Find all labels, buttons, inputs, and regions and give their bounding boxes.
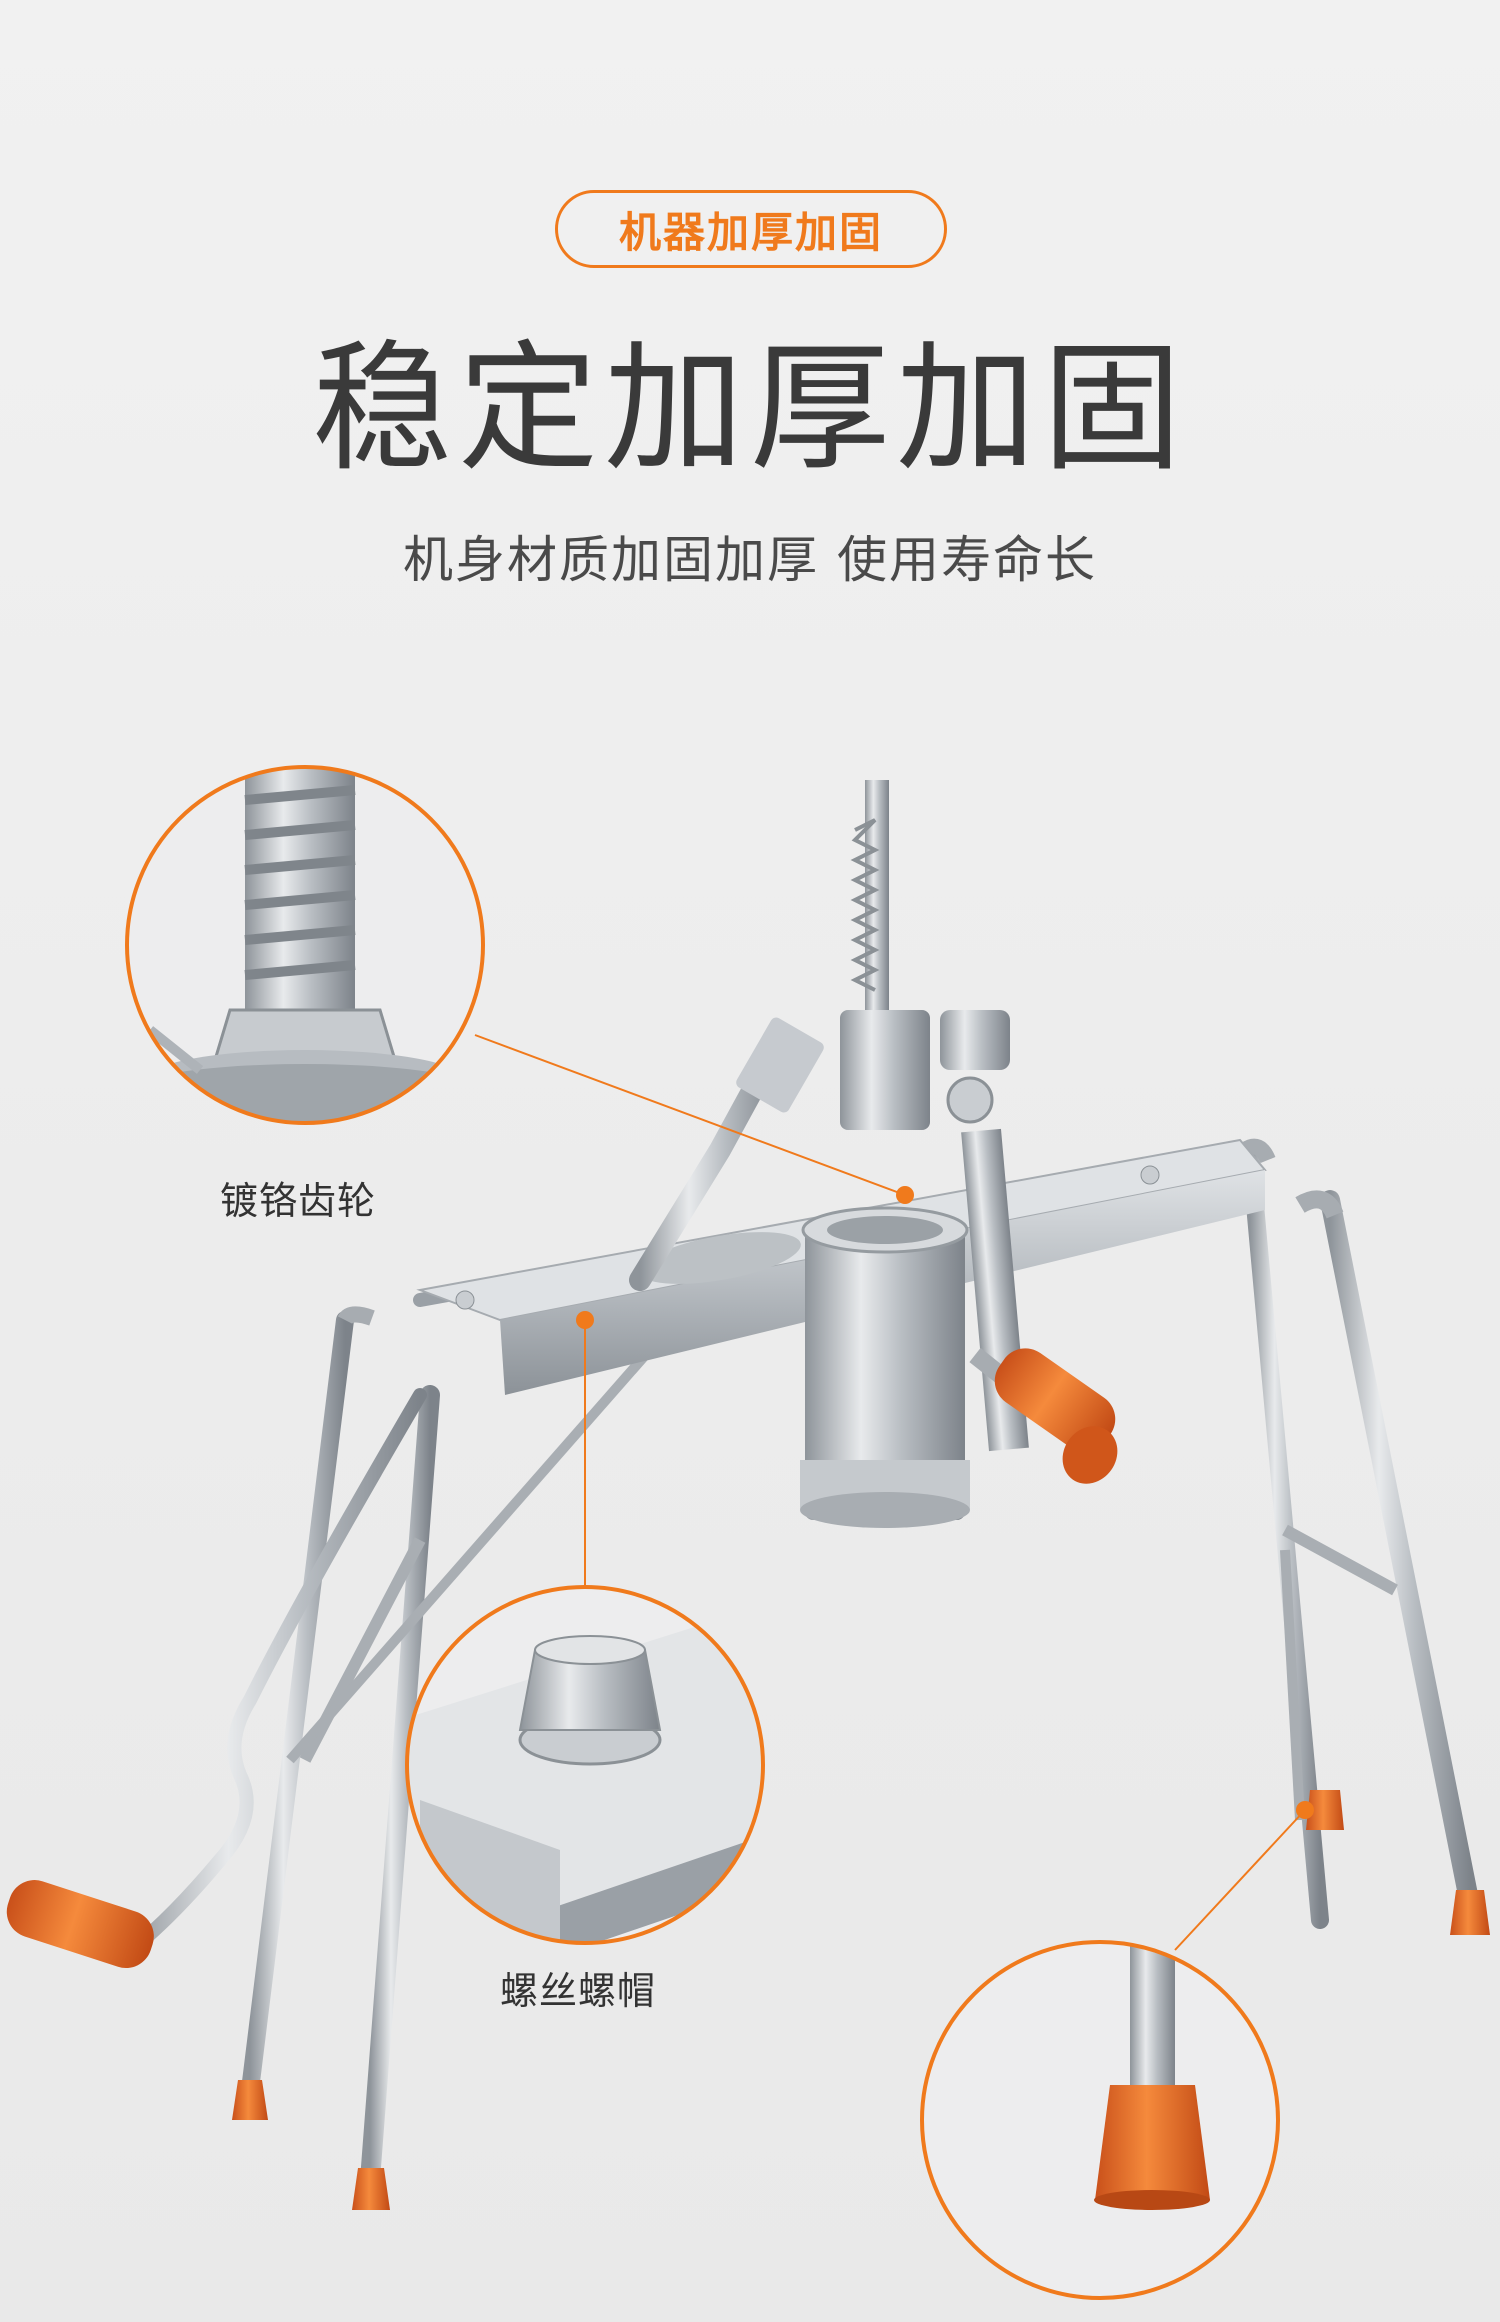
crank-handle — [6, 1388, 427, 1969]
callout-dot-gear — [896, 1186, 914, 1204]
callout-label-nut: 螺丝螺帽 — [500, 1969, 657, 2013]
detail-circle-nut — [405, 1585, 765, 1945]
callout-lines — [474, 1034, 1306, 1951]
rack-gear — [629, 780, 1029, 1452]
detail-circle-gear — [125, 765, 485, 1125]
callout-dot-nut — [576, 1311, 594, 1329]
detail-circle-foot — [920, 1940, 1280, 2300]
side-handle — [969, 1347, 1118, 1484]
page-subtitle: 机身材质加固加厚 使用寿命长 — [403, 531, 1097, 589]
callout-dot-foot — [1296, 1801, 1314, 1819]
callout-label-gear: 镀铬齿轮 — [220, 1179, 377, 1223]
section-badge-text: 机器加厚加固 — [618, 207, 883, 257]
section-badge: 机器加厚加固 — [555, 190, 947, 268]
page-title: 稳定加厚加固 — [311, 328, 1188, 491]
press-cylinder — [800, 1206, 970, 1528]
